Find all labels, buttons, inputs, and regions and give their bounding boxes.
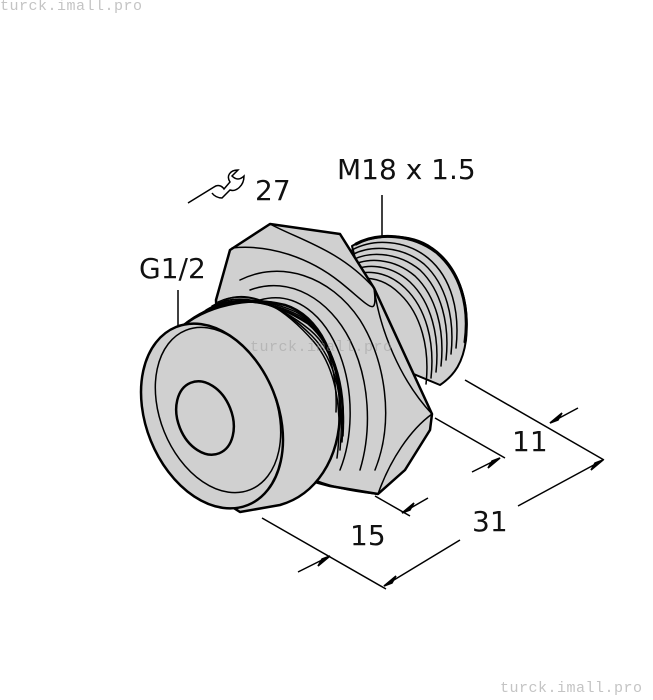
dimension-lines (261, 379, 605, 590)
wrench-size-label: 27 (255, 174, 291, 207)
watermark-bottom: turck.imall.pro (500, 680, 643, 697)
dimension-31: 31 (472, 505, 508, 538)
watermark-center: turck.imall.pro (250, 339, 393, 356)
watermark-top: turck.imall.pro (0, 0, 143, 15)
wrench-icon (187, 169, 245, 204)
thread-label-g12: G1/2 (139, 252, 206, 285)
leader-lines (177, 195, 383, 326)
thread-label-m18: M18 x 1.5 (337, 153, 476, 186)
dimension-11: 11 (512, 425, 548, 458)
g12-face (139, 322, 285, 510)
dimension-15: 15 (350, 519, 386, 552)
